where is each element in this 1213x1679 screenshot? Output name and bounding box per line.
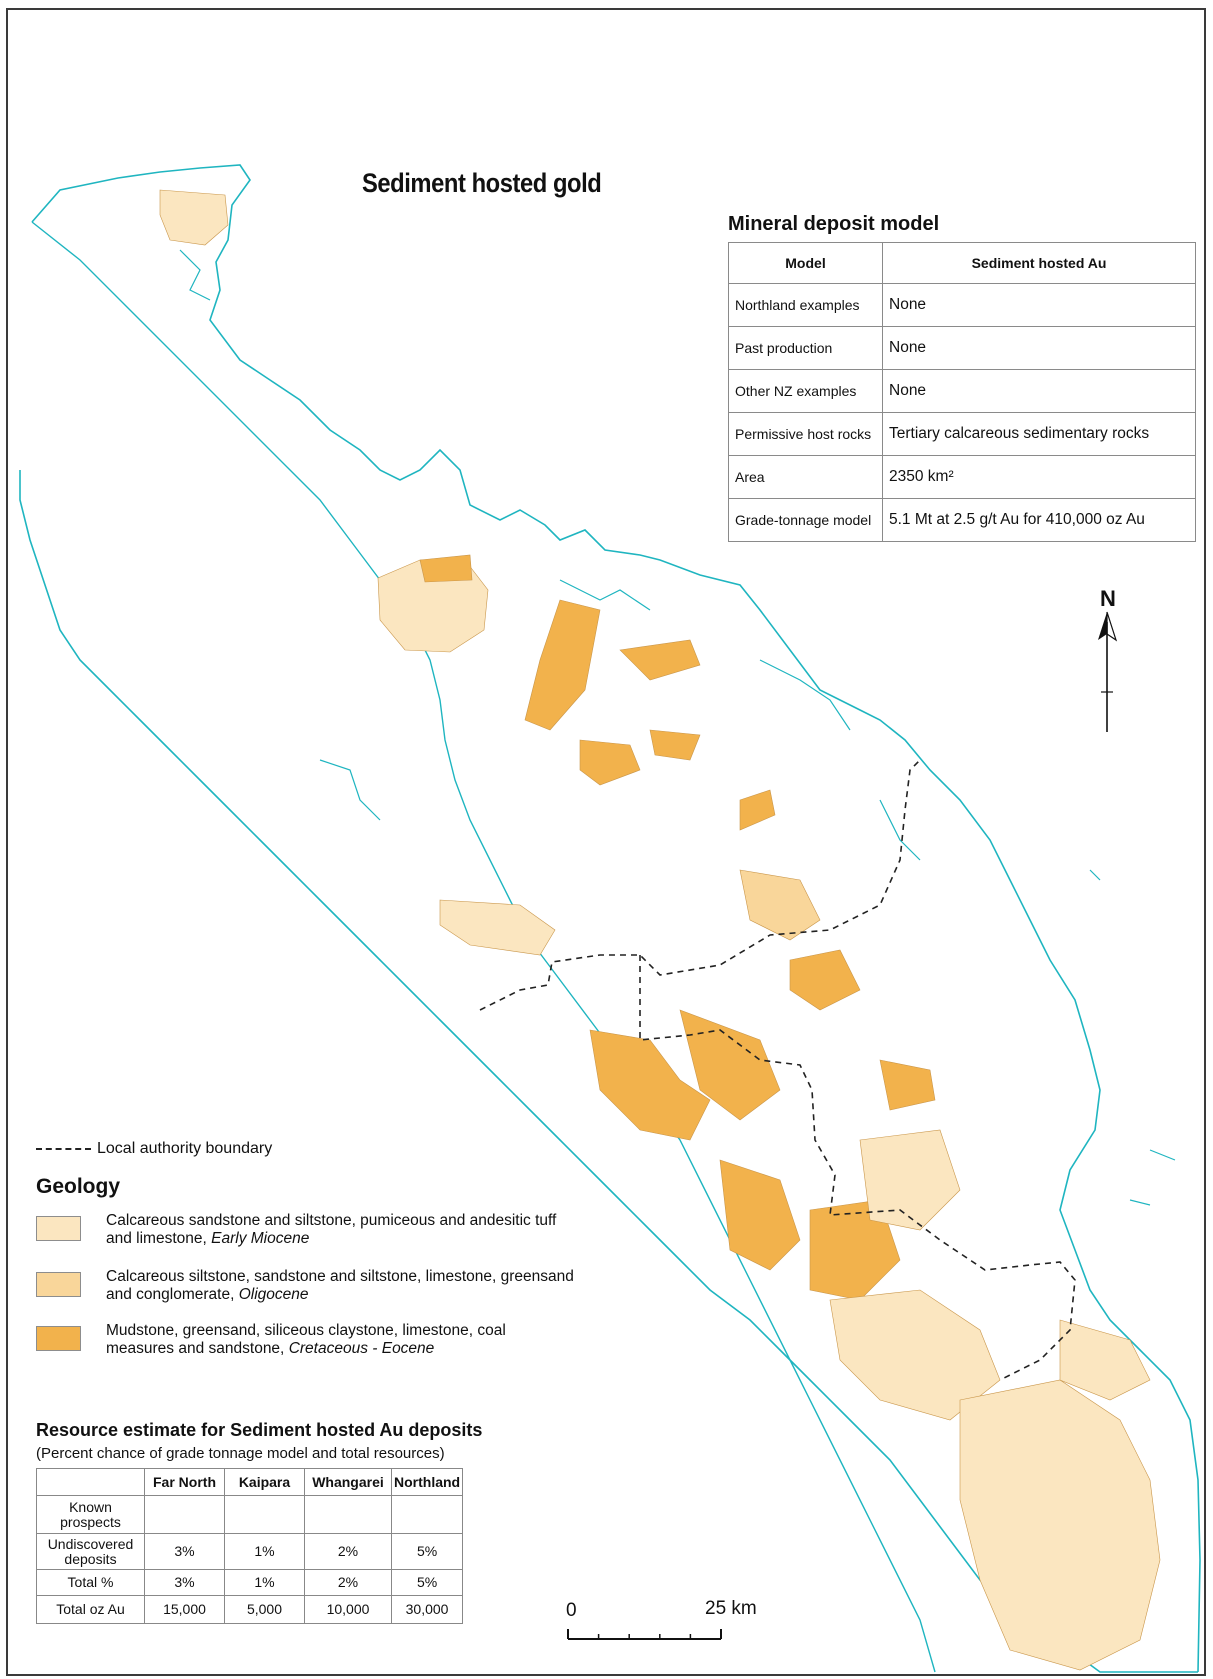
table-row: Known prospects [36,1495,464,1534]
row-value: None [882,283,1196,327]
cell: 15,000 [144,1595,225,1624]
row-value: None [882,326,1196,370]
table-row: Other NZ examples None [728,369,1196,413]
row-key: Other NZ examples [728,369,883,413]
legend-swatch [36,1326,81,1351]
cell [224,1495,305,1534]
page-title: Sediment hosted gold [362,168,602,198]
table-row: Past production None [728,326,1196,370]
scale-max-label: 25 km [705,1598,757,1619]
column-header: Northland [390,1468,464,1496]
table-header-row: Model Sediment hosted Au [728,242,1196,284]
cell: 5,000 [224,1595,305,1624]
row-key: Northland examples [728,283,883,327]
cell [144,1495,225,1534]
table-row: Total % 3% 1% 2% 5% [36,1569,464,1596]
legend-age: Cretaceous - Eocene [288,1340,435,1357]
legend-desc: Calcareous siltstone, sandstone and silt… [106,1268,574,1303]
cell: 2% [304,1569,392,1596]
row-value: None [882,369,1196,413]
header-value: Sediment hosted Au [882,242,1196,284]
column-header: Far North [144,1468,225,1496]
geology-heading: Geology [36,1175,121,1198]
row-value: 5.1 Mt at 2.5 g/t Au for 410,000 oz Au [882,498,1196,542]
resource-estimate-subheading: (Percent chance of grade tonnage model a… [36,1445,445,1462]
legend-age: Oligocene [238,1286,309,1303]
row-key: Permissive host rocks [728,412,883,456]
legend-swatch [36,1272,81,1297]
legend-desc: Calcareous sandstone and siltstone, pumi… [106,1212,557,1247]
scale-bar [567,1629,722,1640]
cell: 5% [390,1533,464,1570]
cell: 3% [144,1569,225,1596]
resource-estimate-table: Far North Kaipara Whangarei Northland Kn… [36,1468,464,1624]
row-value: Tertiary calcareous sedimentary rocks [882,412,1196,456]
table-row: Permissive host rocks Tertiary calcareou… [728,412,1196,456]
legend-age: Early Miocene [211,1230,310,1247]
legend-text: Calcareous sandstone and siltstone, pumi… [106,1212,576,1248]
coastline [19,164,1201,1673]
cell: 3% [144,1533,225,1570]
mineral-deposit-model-heading: Mineral deposit model [728,213,940,235]
table-row: Northland examples None [728,283,1196,327]
cell: 5% [390,1569,464,1596]
cell [390,1495,464,1534]
legend-text: Mudstone, greensand, siliceous claystone… [106,1322,576,1358]
boundary-legend: Local authority boundary [36,1140,272,1158]
cell: 10,000 [304,1595,392,1624]
row-label: Total % [36,1569,145,1596]
resource-estimate-heading: Resource estimate for Sediment hosted Au… [36,1420,483,1440]
corner-cell [36,1468,145,1496]
row-key: Area [728,455,883,499]
boundary-label: Local authority boundary [97,1140,273,1157]
geology-units [159,189,1161,1671]
column-header: Kaipara [224,1468,305,1496]
row-label: Known prospects [36,1495,145,1534]
cell: 30,000 [390,1595,464,1624]
table-row: Area 2350 km² [728,455,1196,499]
table-row: Total oz Au 15,000 5,000 10,000 30,000 [36,1595,464,1624]
row-label: Total oz Au [36,1595,145,1624]
map-frame [6,8,1206,1676]
scale-zero-label: 0 [566,1600,577,1621]
dashed-line-icon [36,1147,91,1150]
table-row: Grade-tonnage model 5.1 Mt at 2.5 g/t Au… [728,498,1196,542]
column-header: Whangarei [304,1468,392,1496]
legend-desc: Mudstone, greensand, siliceous claystone… [106,1322,506,1357]
table-row: Undiscovered deposits 3% 1% 2% 5% [36,1533,464,1570]
cell: 1% [224,1533,305,1570]
cell [304,1495,392,1534]
row-label: Undiscovered deposits [36,1533,145,1570]
legend-text: Calcareous siltstone, sandstone and silt… [106,1268,576,1304]
header-key: Model [728,242,883,284]
north-label: N [1100,586,1116,611]
authority-boundary [479,759,1076,1381]
cell: 1% [224,1569,305,1596]
north-arrow-icon [1098,611,1118,732]
mineral-deposit-model-table: Model Sediment hosted Au Northland examp… [728,242,1196,542]
row-key: Past production [728,326,883,370]
legend-swatch [36,1216,81,1241]
table-header-row: Far North Kaipara Whangarei Northland [36,1468,464,1496]
row-key: Grade-tonnage model [728,498,883,542]
cell: 2% [304,1533,392,1570]
row-value: 2350 km² [882,455,1196,499]
